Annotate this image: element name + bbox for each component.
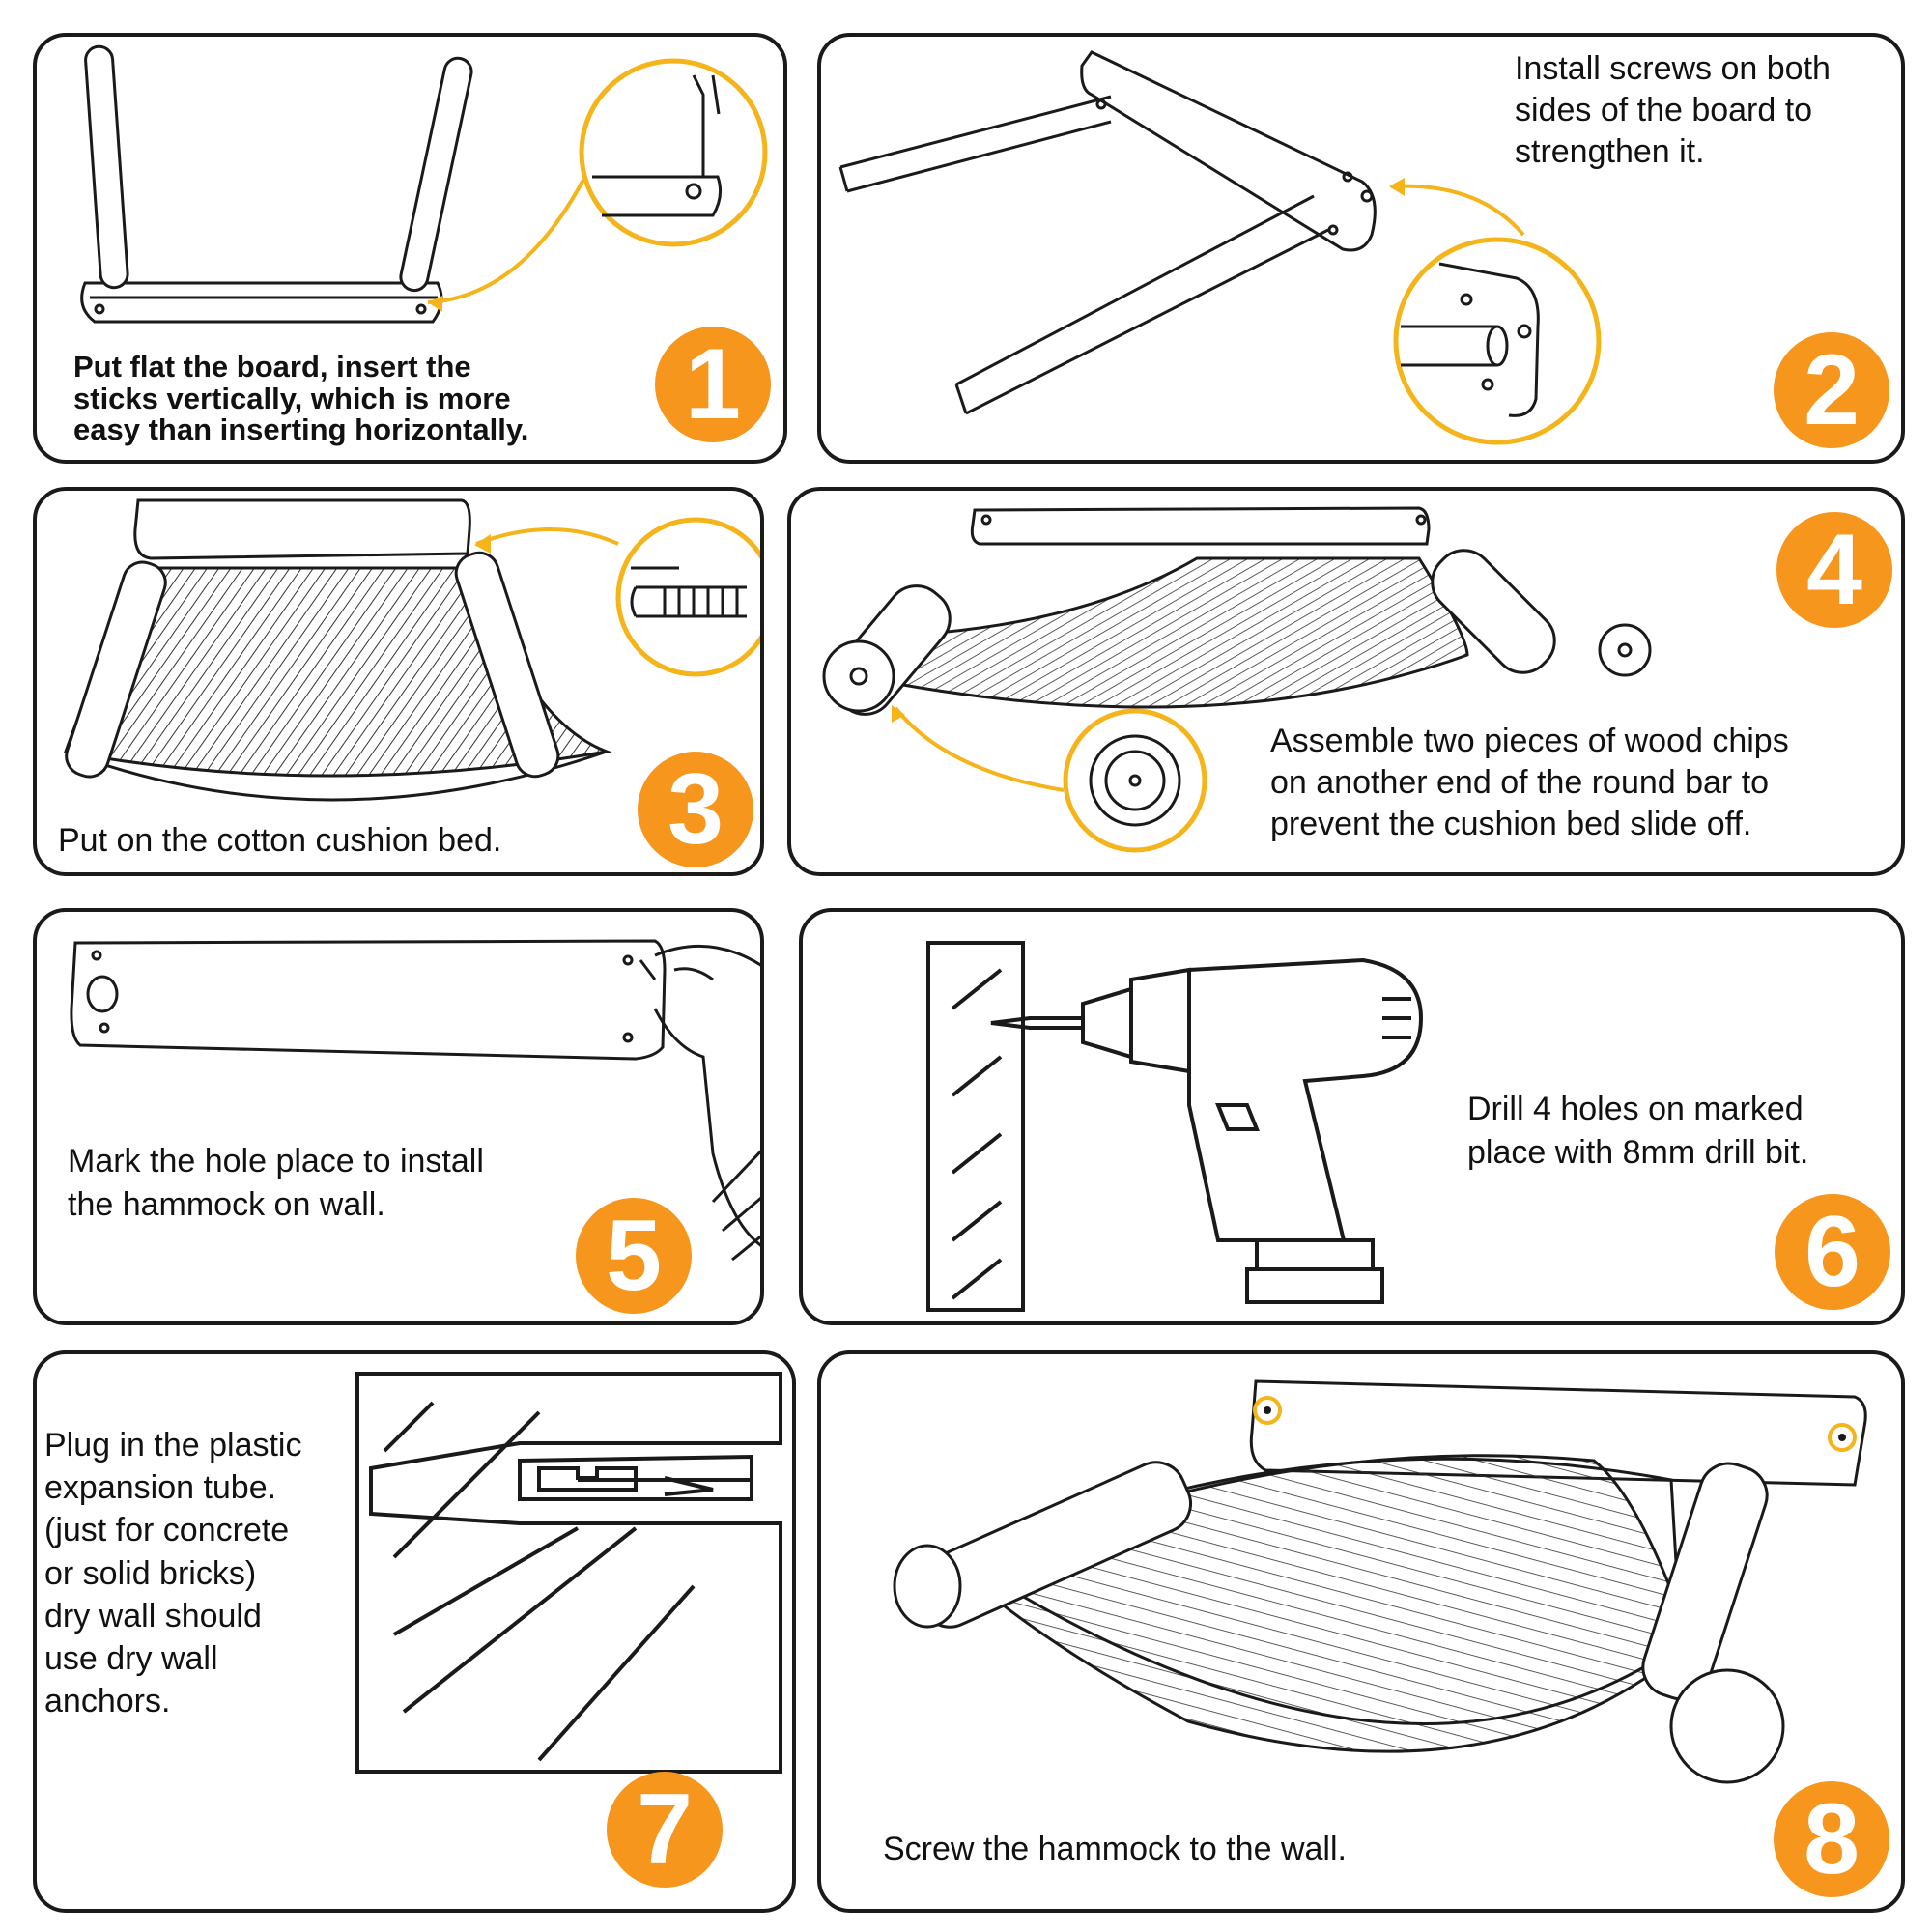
- board-sticks-illustration: [80, 44, 768, 324]
- mark-holes-illustration: [70, 939, 760, 1262]
- drill-illustration: [926, 941, 1424, 1312]
- step-5-caption: Mark the hole place to install the hammo…: [68, 1143, 484, 1223]
- wood-chips-illustration: [822, 506, 1652, 853]
- step-7-panel: Plug in the plastic expansion tube. (jus…: [33, 1350, 796, 1913]
- step-5-number-badge: 5: [576, 1198, 692, 1314]
- step-2-panel: Install screws on both sides of the boar…: [817, 33, 1905, 464]
- step-4-caption: Assemble two pieces of wood chips on ano…: [1270, 723, 1789, 843]
- step-8-panel: Screw the hammock to the wall. 8: [817, 1350, 1905, 1913]
- step-8-caption: Screw the hammock to the wall.: [883, 1831, 1347, 1867]
- step-7-caption: Plug in the plastic expansion tube. (jus…: [44, 1427, 302, 1720]
- step-1-number-badge: 1: [655, 327, 771, 442]
- step-1-caption: Put flat the board, insert the sticks ve…: [73, 350, 529, 447]
- expansion-tube-illustration: [355, 1372, 782, 1774]
- step-3-caption: Put on the cotton cushion bed.: [58, 822, 502, 859]
- step-6-panel: Drill 4 holes on marked place with 8mm d…: [799, 908, 1905, 1325]
- step-1-panel: Put flat the board, insert the sticks ve…: [33, 33, 787, 464]
- step-2-caption: Install screws on both sides of the boar…: [1515, 50, 1831, 171]
- step-8-number-badge: 8: [1774, 1781, 1889, 1897]
- step-2-number-badge: 2: [1774, 332, 1889, 448]
- callout-circle: [615, 517, 760, 677]
- cushion-bed-illustration: [63, 498, 760, 802]
- step-4-number-badge: 4: [1776, 512, 1892, 628]
- callout-circle: [1393, 237, 1602, 445]
- step-7-number-badge: 7: [607, 1772, 723, 1888]
- step-5-panel: Mark the hole place to install the hammo…: [33, 908, 764, 1325]
- mounted-hammock-illustration: [893, 1379, 1867, 1784]
- step-3-panel: Put on the cotton cushion bed. 3: [33, 487, 764, 876]
- callout-circle: [1063, 708, 1208, 853]
- step-4-panel: Assemble two pieces of wood chips on ano…: [787, 487, 1905, 876]
- board-screws-illustration: [838, 50, 1602, 445]
- step-3-number-badge: 3: [638, 752, 753, 867]
- step-6-number-badge: 6: [1775, 1194, 1890, 1310]
- step-6-caption: Drill 4 holes on marked place with 8mm d…: [1467, 1091, 1809, 1171]
